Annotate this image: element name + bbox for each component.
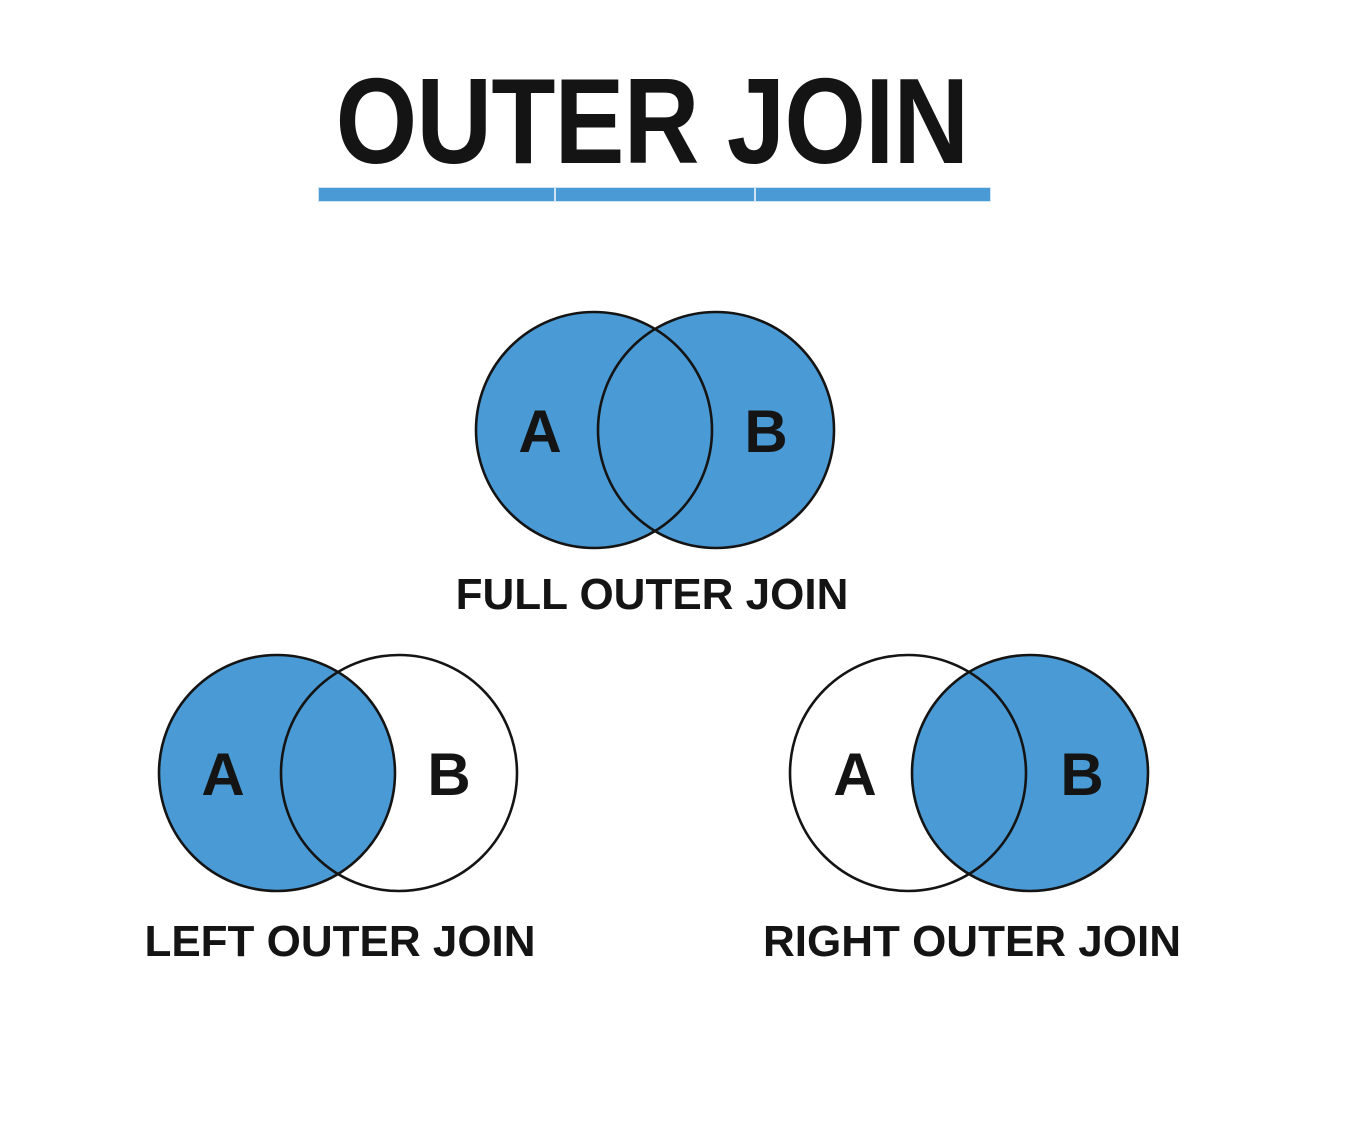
left-venn-circle-b-outline: [279, 653, 519, 893]
left-venn-label-b: B: [427, 741, 470, 808]
full-venn-label-a: A: [518, 398, 561, 465]
full-venn-circle-b-outline: [596, 310, 836, 550]
right-venn-label-a: A: [833, 741, 876, 808]
right-venn-circle-b-outline: [910, 653, 1150, 893]
left-venn-label-a: A: [201, 741, 244, 808]
underline-segment: [556, 188, 754, 201]
full-outer-join-caption: FULL OUTER JOIN: [455, 570, 849, 619]
left-venn-intersection-refill: [281, 655, 395, 891]
left-outer-join-caption: LEFT OUTER JOIN: [144, 917, 536, 966]
right-outer-join-caption: RIGHT OUTER JOIN: [762, 917, 1182, 966]
underline-segment: [756, 188, 990, 201]
full-outer-join-venn: A B: [474, 310, 836, 550]
underline-segment: [319, 188, 554, 201]
right-venn-circle-a-outline: [788, 653, 1028, 893]
full-venn-label-b: B: [744, 398, 787, 465]
left-outer-join-venn: A B: [157, 653, 519, 893]
left-venn-circle-a-outline: [157, 653, 397, 893]
right-venn-label-b: B: [1060, 741, 1103, 808]
right-outer-join-venn: A B: [788, 653, 1150, 893]
page-title-text: OUTER JOIN: [335, 53, 970, 189]
page-title: OUTER JOIN: [284, 60, 1020, 182]
full-venn-circle-a-outline: [474, 310, 714, 550]
title-underline-bar: [318, 187, 991, 202]
full-venn-circle-b-fill: [598, 312, 834, 548]
right-venn-circle-b-fill: [912, 655, 1148, 891]
